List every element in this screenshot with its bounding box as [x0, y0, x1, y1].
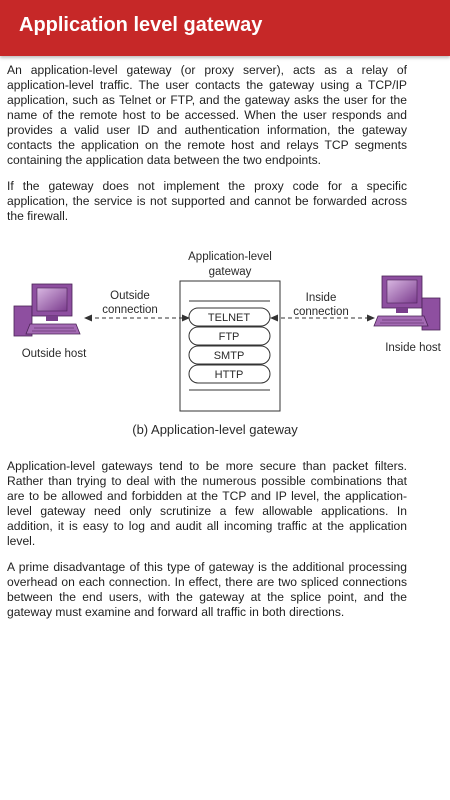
inside-connection-arrow — [270, 314, 375, 322]
protocol-http-label: HTTP — [215, 369, 244, 381]
gateway-diagram: Application-level gateway TELNET FTP SMT… — [8, 246, 448, 446]
inside-host-computer-icon — [373, 275, 441, 331]
protocol-http: HTTP — [188, 364, 271, 384]
outside-host-label: Outside host — [22, 348, 87, 360]
protocol-ftp: FTP — [188, 326, 271, 346]
outside-connection-line1: Outside — [110, 290, 150, 302]
protocol-smtp-label: SMTP — [214, 350, 245, 362]
inside-connection-line1: Inside — [306, 292, 337, 304]
outside-host-computer-icon — [13, 283, 81, 337]
gateway-label-line2: gateway — [209, 266, 252, 278]
gateway-label-line1: Application-level — [188, 251, 272, 263]
protocol-smtp: SMTP — [188, 345, 271, 365]
protocol-ftp-label: FTP — [219, 331, 240, 343]
outside-connection-line2: connection — [102, 304, 158, 316]
inside-host-label: Inside host — [385, 342, 441, 354]
paragraph-disadvantage: A prime disadvantage of this type of gat… — [7, 560, 407, 619]
app-bar: Application level gateway — [0, 0, 450, 56]
page-title: Application level gateway — [19, 14, 263, 36]
inside-connection-line2: connection — [293, 306, 349, 318]
figure-caption: (b) Application-level gateway — [132, 422, 298, 437]
paragraph-intro: An application-level gateway (or proxy s… — [7, 63, 407, 167]
outside-connection-arrow — [84, 314, 190, 322]
paragraph-security: Application-level gateways tend to be mo… — [7, 459, 407, 548]
protocol-telnet-label: TELNET — [208, 312, 250, 324]
paragraph-unsupported-service: If the gateway does not implement the pr… — [7, 179, 407, 223]
protocol-telnet: TELNET — [188, 307, 271, 327]
